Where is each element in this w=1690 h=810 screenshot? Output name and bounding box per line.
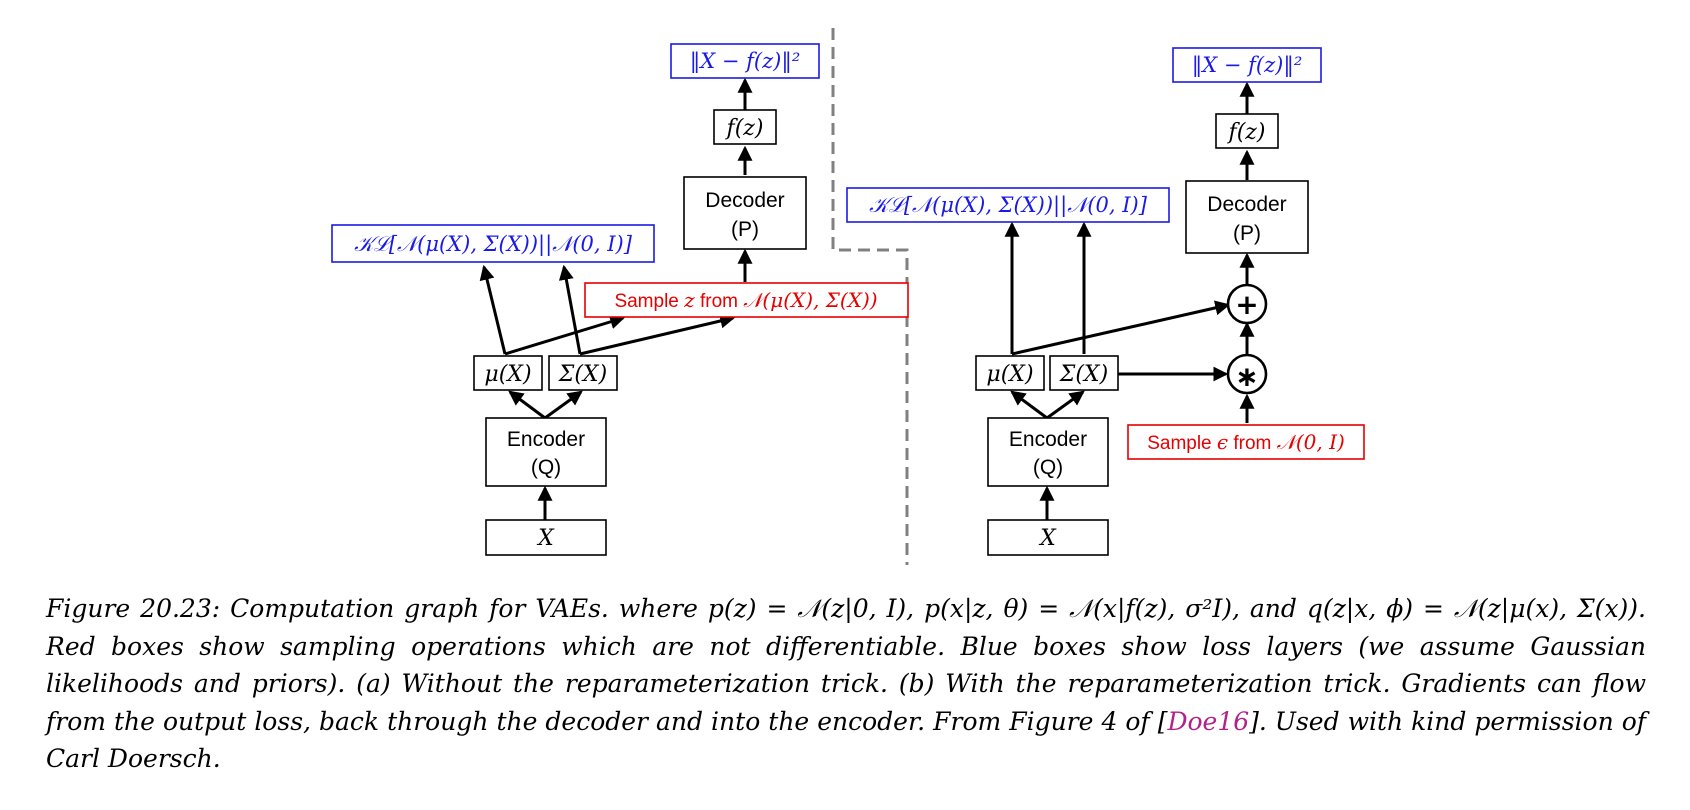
right-encoder-box: Encoder (Q) [987,417,1109,487]
figure-caption: Figure 20.23: Computation graph for VAEs… [46,590,1646,778]
left-reconstruction-loss-box: ‖X − f(z)‖² [670,43,820,79]
right-reconstruction-loss-box: ‖X − f(z)‖² [1172,47,1322,83]
right-f-node-box: f(z) [1215,113,1279,149]
right-sigma-box: Σ(X) [1049,355,1119,391]
arrow-mu-to-plus [1011,300,1231,356]
arrow-mu-to-sample [504,314,626,356]
left-encoder-box: Encoder (Q) [485,417,607,487]
left-reconstruction-loss-label: ‖X − f(z)‖² [690,49,801,74]
times-operator-node: ∗ [1226,353,1268,395]
right-encoder-title: Encoder [1009,428,1087,451]
arrow-encoder-to-mu-b [1010,390,1048,420]
arrow-sigma-to-kl [558,264,582,355]
left-kl-loss-label: 𝒦ℒ[𝒩(μ(X), Σ(X))||𝒩(0, I)] [354,232,633,257]
left-sigma-box: Σ(X) [548,355,618,391]
left-encoder-title: Encoder [507,428,585,451]
left-kl-loss-box: 𝒦ℒ[𝒩(μ(X), Σ(X))||𝒩(0, I)] [331,224,655,263]
left-sample-z-box: Sample z from 𝒩(μ(X), Σ(X)) [584,282,909,318]
left-decoder-subtitle: (P) [731,218,759,241]
left-mu-label: μ(X) [484,362,531,387]
left-sigma-label: Σ(X) [558,362,607,387]
arrow-encoder-to-sigma [544,390,583,420]
arrow-sigma-to-sample [579,313,736,356]
arrow-encoder-to-mu [508,390,546,420]
arrow-mu-to-kl [479,264,507,355]
left-mu-box: μ(X) [473,355,543,391]
right-kl-loss-label: 𝒦ℒ[𝒩(μ(X), Σ(X))||𝒩(0, I)] [869,193,1148,218]
right-f-node-label: f(z) [1227,120,1266,145]
right-decoder-subtitle: (P) [1233,222,1261,245]
vae-computation-graph: ‖X − f(z)‖² f(z) Decoder (P) 𝒦ℒ[𝒩(μ(X), … [331,28,1365,565]
caption-tail: ]. Used with kind permission of Carl Doe… [46,706,1647,774]
left-encoder-subtitle: (Q) [531,456,561,479]
left-f-node-box: f(z) [713,109,777,145]
right-sample-epsilon-box: Sample ϵ from 𝒩(0, I) [1127,424,1365,460]
caption-text: Figure 20.23: Computation graph for VAEs… [46,594,1646,736]
panel-without-reparameterization: ‖X − f(z)‖² f(z) Decoder (P) 𝒦ℒ[𝒩(μ(X), … [331,43,909,556]
left-decoder-title: Decoder [705,189,784,212]
right-mu-label: μ(X) [986,362,1033,387]
panel-divider [831,28,909,565]
right-reconstruction-loss-label: ‖X − f(z)‖² [1192,53,1303,78]
left-sample-z-label: Sample z from 𝒩(μ(X), Σ(X)) [614,288,877,312]
right-sample-epsilon-label: Sample ϵ from 𝒩(0, I) [1147,430,1345,454]
plus-operator-symbol: + [1235,288,1258,321]
arrow-encoder-to-sigma-b [1046,390,1085,420]
right-encoder-subtitle: (Q) [1033,456,1063,479]
panel-with-reparameterization: ‖X − f(z)‖² f(z) Decoder (P) 𝒦ℒ[𝒩(μ(X), … [846,47,1365,556]
citation-link[interactable]: Doe16 [1167,706,1250,736]
right-input-box: X [987,519,1109,556]
right-kl-loss-box: 𝒦ℒ[𝒩(μ(X), Σ(X))||𝒩(0, I)] [846,187,1170,223]
left-input-label: X [536,526,555,551]
right-sigma-label: Σ(X) [1059,362,1108,387]
right-input-label: X [1038,526,1057,551]
plus-operator-node: + [1226,283,1268,325]
right-decoder-title: Decoder [1207,193,1286,216]
left-decoder-box: Decoder (P) [683,176,807,250]
times-operator-symbol: ∗ [1235,360,1258,393]
right-decoder-box: Decoder (P) [1185,180,1309,254]
left-f-node-label: f(z) [725,116,764,141]
right-mu-box: μ(X) [975,355,1045,391]
left-input-box: X [485,519,607,556]
